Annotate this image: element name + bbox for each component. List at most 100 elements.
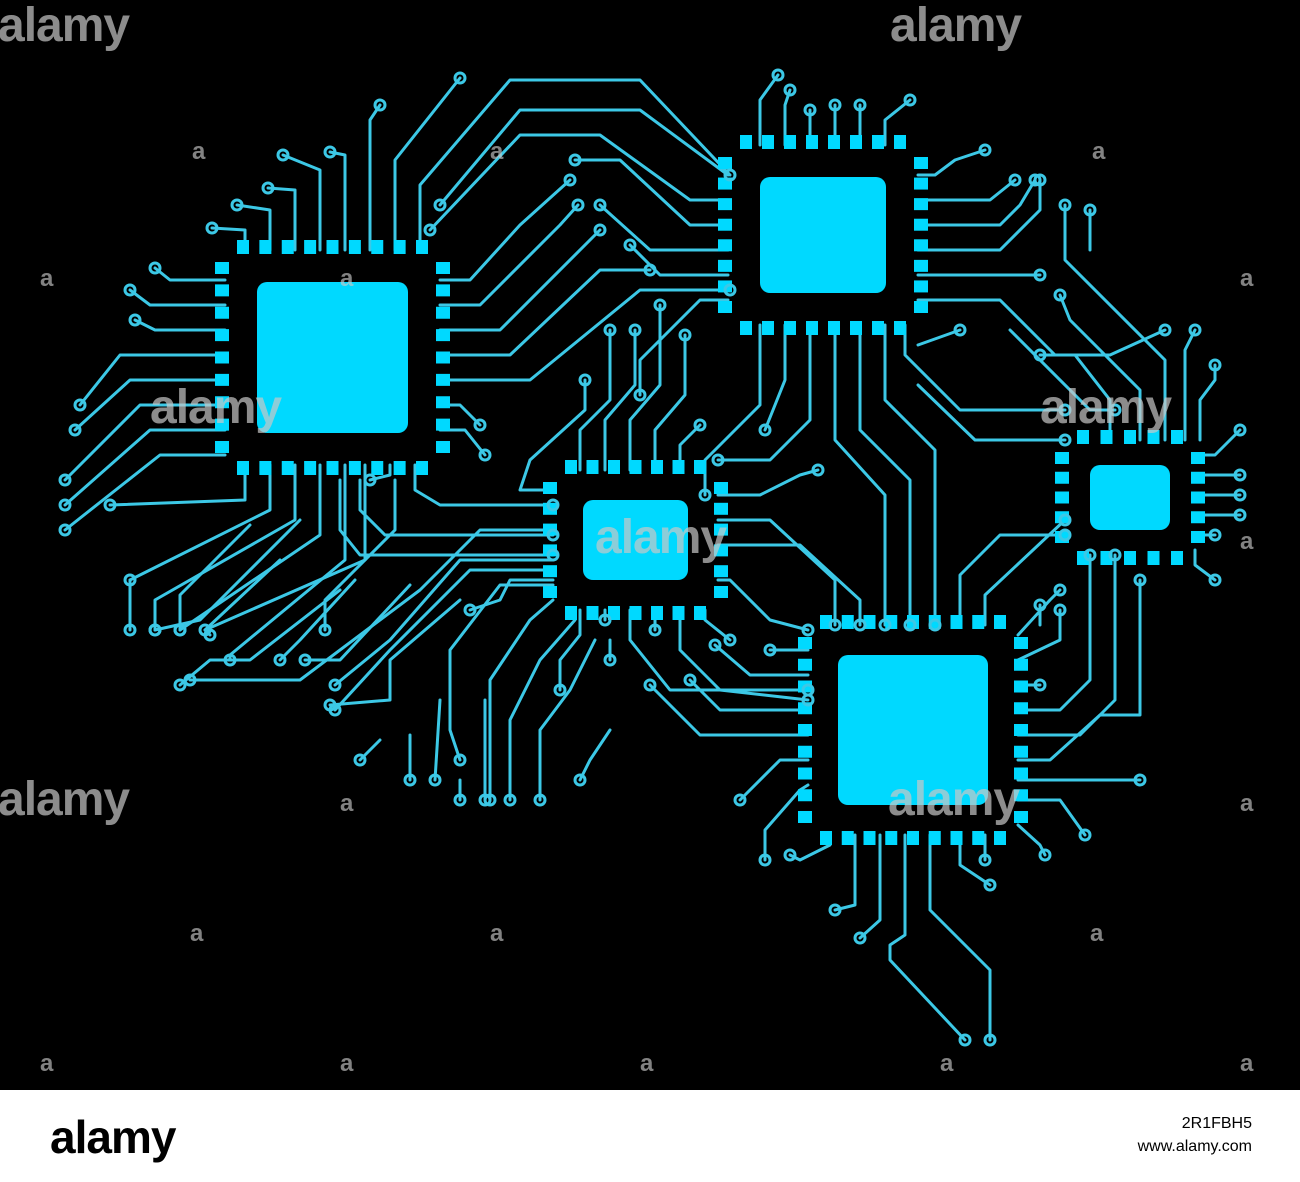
chip-pin (543, 586, 557, 598)
trace-endpoint (58, 498, 72, 512)
chip-pin (436, 441, 450, 453)
circuit-trace (153, 463, 297, 632)
chip-pin (1014, 637, 1028, 649)
chip-pin (1100, 430, 1113, 444)
chip-pin (820, 831, 832, 845)
chip-pin (371, 240, 384, 254)
chip-pin (608, 606, 620, 620)
chip-pin (1147, 430, 1160, 444)
chip-pin (371, 461, 384, 475)
chip-pin (914, 301, 928, 313)
trace-endpoint (643, 263, 657, 277)
chip-pin (784, 321, 796, 335)
chip-pin (914, 177, 928, 190)
chip-pin (885, 831, 898, 845)
chip-pin (950, 615, 963, 629)
trace-endpoint (1033, 678, 1047, 692)
trace-endpoint (1108, 403, 1122, 417)
circuit-trace (578, 328, 612, 472)
trace-endpoint (1233, 488, 1247, 502)
trace-endpoint (758, 853, 772, 867)
chip-pin (1124, 551, 1136, 565)
trace-endpoint (230, 198, 244, 212)
chip-pin (828, 321, 840, 335)
frontal-chip (257, 282, 408, 433)
trace-endpoint (801, 693, 815, 707)
chip-pin (215, 351, 229, 364)
circuit-trace (598, 203, 730, 252)
trace-endpoint (711, 453, 725, 467)
trace-endpoint (811, 463, 825, 477)
trace-endpoint (1233, 423, 1247, 437)
circuit-trace (703, 323, 762, 497)
trace-endpoint (853, 618, 867, 632)
trace-endpoint (723, 283, 737, 297)
chip-pin (215, 284, 229, 297)
chip-pin (436, 306, 450, 319)
chip-pin (885, 615, 898, 629)
circuit-trace (438, 203, 580, 307)
chip-pin (762, 135, 774, 149)
circuit-trace (916, 148, 987, 177)
trace-endpoint (1033, 348, 1047, 362)
chip-pin (1077, 430, 1089, 444)
trace-endpoint (1188, 323, 1202, 337)
chip-pin (1014, 767, 1028, 780)
chip-pins (215, 135, 1205, 845)
circuit-trace (133, 318, 227, 332)
trace-endpoint (483, 793, 497, 807)
chip-pin (694, 460, 706, 474)
circuit-trace (916, 178, 1042, 252)
circuit-trace (716, 543, 862, 627)
circuit-trace (328, 150, 347, 252)
chip-pin (436, 284, 450, 297)
circuit-trace (678, 608, 810, 702)
chip-pin (393, 240, 406, 254)
circuit-trace (1063, 203, 1167, 442)
trace-endpoint (1058, 528, 1072, 542)
chip-pin (672, 460, 685, 474)
trace-endpoint (978, 853, 992, 867)
trace-endpoint (533, 793, 547, 807)
trace-endpoint (148, 261, 162, 275)
chip-pin (914, 157, 928, 169)
chip-pin (718, 301, 732, 313)
trace-endpoint (828, 618, 842, 632)
trace-endpoint (403, 773, 417, 787)
image-id: 2R1FBH5 (1181, 1115, 1252, 1132)
trace-endpoint (1083, 203, 1097, 217)
chip-pin (436, 418, 450, 431)
trace-endpoint (878, 618, 892, 632)
trace-endpoint (261, 181, 275, 195)
chip-pin (928, 831, 941, 845)
trace-endpoint (771, 68, 785, 82)
circuit-trace (128, 463, 272, 582)
trace-endpoint (853, 931, 867, 945)
trace-endpoint (546, 548, 560, 562)
chips (257, 177, 1170, 805)
chip-pin (914, 198, 928, 211)
circuit-trace (73, 378, 227, 432)
trace-endpoint (203, 628, 217, 642)
trace-endpoint (828, 98, 842, 112)
trace-endpoint (1038, 848, 1052, 862)
circuit-trace (178, 463, 322, 632)
trace-endpoint (803, 103, 817, 117)
chip-pin (907, 831, 919, 845)
chip-pin (914, 218, 928, 231)
chip-pin (798, 658, 812, 671)
trace-endpoint (628, 323, 642, 337)
chip-pin (740, 321, 752, 335)
chip-pin (1014, 724, 1028, 736)
circuit-trace (303, 583, 412, 662)
circuit-trace (278, 578, 357, 662)
chip-pin (1014, 680, 1028, 693)
trace-endpoint (1053, 288, 1067, 302)
circuit-trace (438, 108, 730, 207)
chip-pin (1124, 430, 1136, 444)
trace-endpoint (1078, 828, 1092, 842)
circuit-trace (358, 478, 555, 537)
chip-pin (1014, 745, 1028, 758)
trace-endpoint (578, 373, 592, 387)
chip-pin (586, 460, 599, 474)
